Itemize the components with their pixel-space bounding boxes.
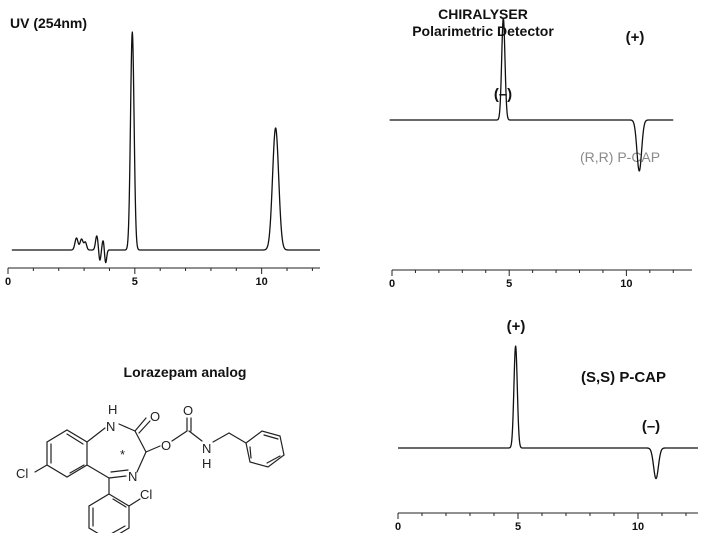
uv-chromatogram: UV (254nm) 0 5 10 (5, 15, 321, 288)
hydrogen-atom-3: H (202, 456, 211, 471)
stereocenter-star: * (120, 447, 125, 462)
uv-title: UV (254nm) (10, 15, 87, 31)
x-tick-label: 0 (395, 521, 401, 533)
benzene-ring-c (88, 493, 130, 533)
ester-bond (145, 445, 161, 453)
carbamate-bond-1 (171, 430, 188, 442)
rr-ticks: 0 5 10 (389, 270, 674, 290)
uv-ticks: 0 5 10 (5, 268, 313, 288)
nitrogen-atom-1: N (106, 419, 115, 434)
oxygen-atom-1: O (150, 409, 160, 424)
ss-minus-annotation: (–) (642, 418, 660, 435)
rr-title-line2: Polarimetric Detector (412, 23, 554, 39)
benzene-ring-b (245, 430, 285, 468)
cl-bond-c (128, 498, 141, 507)
x-tick-label: 0 (5, 276, 11, 288)
carbonyl-bond-1 (134, 417, 147, 432)
structure-title: Lorazepam analog (124, 364, 247, 380)
x-tick-label: 5 (506, 278, 512, 290)
ss-title: (S,S) P-CAP (581, 369, 666, 386)
rr-enantiomer-label: (R,R) P-CAP (580, 149, 660, 165)
rr-plus-annotation: (+) (626, 29, 645, 46)
benzene-ring-a (46, 429, 88, 478)
x-tick-label: 10 (632, 521, 644, 533)
benzyl-bond-1 (212, 432, 230, 443)
rr-minus-annotation: (–) (494, 86, 512, 103)
uv-trace (11, 31, 321, 264)
polarimetric-ss-chromatogram: (+) (S,S) P-CAP (–) 0 5 10 (395, 318, 699, 533)
x-tick-label: 10 (256, 276, 268, 288)
oxygen-atom-3: O (183, 403, 193, 418)
nitrogen-atom-3: N (202, 441, 211, 456)
ss-ticks: 0 5 10 (395, 513, 687, 533)
rr-title-line1: CHIRALYSER (438, 6, 528, 22)
oxygen-atom-2: O (161, 438, 171, 453)
carbonyl-bond-1b (138, 420, 151, 434)
diazepine-ring (86, 423, 147, 479)
hydrogen-atom-1: H (108, 402, 117, 417)
ss-trace (397, 345, 699, 480)
nitrogen-atom-2: N (128, 469, 137, 484)
chlorine-atom-c: Cl (140, 487, 152, 502)
lorazepam-analog-structure: Lorazepam analog Cl N H N O * O (16, 364, 285, 533)
x-tick-label: 5 (132, 276, 138, 288)
x-tick-label: 10 (620, 278, 632, 290)
ss-plus-annotation: (+) (507, 318, 526, 335)
x-tick-label: 0 (389, 278, 395, 290)
carbamate-bond-2 (188, 430, 203, 442)
chlorine-atom-a: Cl (16, 466, 28, 481)
rr-trace (389, 17, 674, 172)
polarimetric-rr-chromatogram: CHIRALYSER Polarimetric Detector (–) (+)… (389, 6, 692, 290)
x-tick-label: 5 (515, 521, 521, 533)
cl-bond-a (34, 464, 48, 473)
benzyl-bond-2 (228, 432, 247, 444)
